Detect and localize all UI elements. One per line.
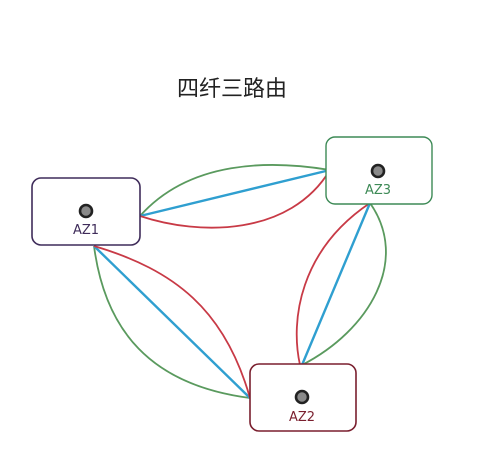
- fiber-az1-az2-blue: [93, 245, 251, 399]
- node-az3-dot-icon: [370, 163, 386, 179]
- fiber-az1-az3-green: [139, 164, 331, 217]
- fiber-az1-az3-red: [139, 169, 331, 229]
- node-az2-label: AZ2: [289, 410, 315, 425]
- fiber-az1-az2-green: [93, 245, 251, 399]
- fiber-az1-az3-blue: [139, 168, 331, 218]
- node-az2-dot-icon: [294, 389, 310, 405]
- fiber-az3-az2-red: [295, 202, 371, 366]
- fiber-az1-az2-red: [93, 245, 251, 399]
- node-az2[interactable]: AZ2: [249, 363, 357, 432]
- link-az1-az2: [93, 245, 251, 399]
- diagram-title: 四纤三路由: [177, 77, 287, 102]
- fiber-az3-az2-green: [301, 202, 387, 366]
- node-az1-label: AZ1: [73, 223, 99, 238]
- fiber-az3-az2-blue: [300, 202, 372, 366]
- node-az1[interactable]: AZ1: [31, 177, 141, 246]
- link-az1-az3: [139, 164, 331, 229]
- node-az3-label: AZ3: [365, 183, 391, 198]
- link-az3-az2: [295, 202, 387, 366]
- node-az1-dot-icon: [78, 203, 94, 219]
- node-az3[interactable]: AZ3: [325, 136, 433, 205]
